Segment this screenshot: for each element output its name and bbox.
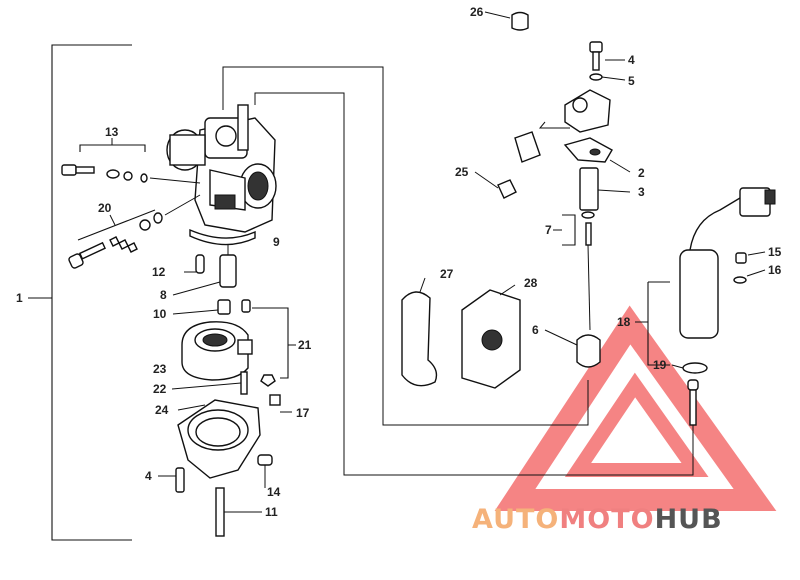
float bbox=[181, 321, 253, 381]
callout-11: 11 bbox=[265, 505, 278, 519]
logo-triangle-inner bbox=[564, 372, 709, 477]
callout-16: 16 bbox=[768, 263, 782, 277]
boot-and-cover bbox=[401, 277, 521, 389]
callout-9: 9 bbox=[273, 235, 280, 249]
routing-line-1 bbox=[222, 66, 589, 426]
callout-19: 19 bbox=[653, 358, 667, 372]
watermark-moto: MOTO bbox=[559, 504, 654, 535]
watermark-logo bbox=[494, 305, 777, 511]
callout-25: 25 bbox=[455, 165, 469, 179]
pilot-screw-set bbox=[61, 138, 201, 184]
callout-22: 22 bbox=[153, 382, 167, 396]
callout-28: 28 bbox=[524, 276, 538, 290]
callout-4-top: 4 bbox=[628, 53, 635, 67]
needle-valve-set bbox=[171, 307, 296, 413]
callout-6: 6 bbox=[532, 323, 539, 337]
callout-15: 15 bbox=[768, 245, 782, 259]
callout-8: 8 bbox=[160, 288, 167, 302]
callout-24: 24 bbox=[155, 403, 169, 417]
callout-1: 1 bbox=[16, 291, 23, 305]
callout-13: 13 bbox=[105, 125, 119, 139]
carburetor-body bbox=[166, 104, 277, 246]
routing-line-2 bbox=[254, 92, 694, 476]
jet-needle-set bbox=[544, 211, 601, 368]
callout-3: 3 bbox=[638, 185, 645, 199]
float-bowl bbox=[158, 399, 273, 537]
callout-17: 17 bbox=[296, 406, 310, 420]
callout-5: 5 bbox=[628, 74, 635, 88]
watermark-auto: AUTO bbox=[472, 504, 559, 535]
throttle-cover-assembly bbox=[474, 11, 631, 211]
watermark-hub: HUB bbox=[655, 504, 723, 535]
idle-screw-set bbox=[68, 194, 201, 269]
callout-21: 21 bbox=[298, 338, 312, 352]
callout-26: 26 bbox=[470, 5, 484, 19]
callout-4-bottom: 4 bbox=[145, 469, 152, 483]
callout-labels: 1 2 3 4 4 5 6 7 8 9 10 11 12 13 14 15 16… bbox=[16, 5, 782, 519]
jet-parts bbox=[172, 245, 251, 315]
callout-27: 27 bbox=[440, 267, 454, 281]
callout-20: 20 bbox=[98, 201, 112, 215]
watermark-text: AUTOMOTOHUB bbox=[472, 504, 723, 535]
callout-2: 2 bbox=[638, 166, 645, 180]
callout-10: 10 bbox=[153, 307, 167, 321]
callout-23: 23 bbox=[153, 362, 167, 376]
callout-7: 7 bbox=[545, 223, 552, 237]
callout-18: 18 bbox=[617, 315, 631, 329]
electric-choke bbox=[635, 187, 776, 426]
callout-12: 12 bbox=[152, 265, 166, 279]
callout-14: 14 bbox=[267, 485, 281, 499]
assembly-bracket bbox=[51, 44, 132, 541]
